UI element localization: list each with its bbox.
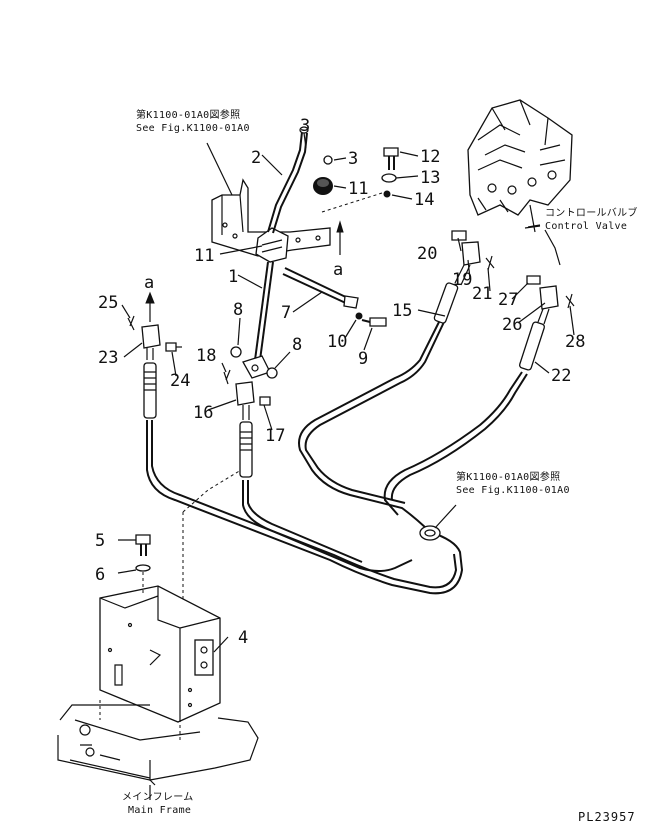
- ball-3: [323, 155, 333, 165]
- lever-assembly: [211, 126, 383, 379]
- control-valve-label: コントロールバルブ Control Valve: [545, 206, 638, 232]
- knob-11: [313, 177, 333, 195]
- callout-18: 18: [196, 346, 216, 366]
- control-cables: [146, 319, 528, 611]
- ref-right-en: See Fig.K1100-01A0: [456, 485, 570, 496]
- callout-11-left: 11: [194, 246, 214, 266]
- control-valve-en: Control Valve: [545, 221, 627, 232]
- callout-3-top: 3: [300, 116, 310, 136]
- reference-top: 第K1100-01A0図参照 See Fig.K1100-01A0: [136, 108, 250, 134]
- callout-27: 27: [498, 290, 518, 310]
- callout-16: 16: [193, 403, 213, 423]
- callout-3-right: 3: [348, 149, 358, 169]
- bolt-12-13-14: [381, 147, 399, 198]
- callout-23: 23: [98, 348, 118, 368]
- main-frame: [57, 700, 259, 786]
- callout-17: 17: [265, 426, 285, 446]
- control-valve-jp: コントロールバルブ: [545, 206, 638, 219]
- callout-11-right: 11: [348, 179, 368, 199]
- view-mark-a-right: a: [333, 260, 343, 280]
- callout-26: 26: [502, 315, 522, 335]
- view-mark-a-left: a: [144, 273, 154, 293]
- callout-10: 10: [327, 332, 347, 352]
- leader-lines: [117, 132, 575, 800]
- callout-21: 21: [472, 284, 492, 304]
- callout-14: 14: [414, 190, 434, 210]
- main-frame-jp: メインフレーム: [122, 791, 194, 803]
- cable-end-15: [433, 230, 495, 324]
- callout-19: 19: [452, 270, 472, 290]
- cable-end-16: [223, 369, 271, 478]
- callout-22: 22: [551, 366, 571, 386]
- callout-5: 5: [95, 531, 105, 551]
- callout-7: 7: [281, 303, 291, 323]
- cable-end-23: [127, 291, 182, 419]
- ref-top-en: See Fig.K1100-01A0: [136, 123, 250, 134]
- bolt-9: [361, 317, 387, 327]
- callout-6: 6: [95, 565, 105, 585]
- callout-12: 12: [420, 147, 440, 167]
- cable-end-22: [519, 275, 575, 371]
- ref-right-jp: 第K1100-01A0図参照: [456, 470, 560, 483]
- bushing-8-upper: [230, 346, 242, 358]
- callout-24: 24: [170, 371, 190, 391]
- callout-25: 25: [98, 293, 118, 313]
- main-frame-label: メインフレーム Main Frame: [122, 791, 194, 816]
- callout-1: 1: [228, 267, 238, 287]
- ref-top-jp: 第K1100-01A0図参照: [136, 108, 240, 121]
- callout-9: 9: [358, 349, 368, 369]
- drawing-code: PL23957: [578, 810, 636, 824]
- callout-8-upper: 8: [233, 300, 243, 320]
- callout-20: 20: [417, 244, 437, 264]
- reference-right: 第K1100-01A0図参照 See Fig.K1100-01A0: [456, 470, 570, 496]
- callout-15: 15: [392, 301, 412, 321]
- callout-8-lower: 8: [292, 335, 302, 355]
- main-frame-en: Main Frame: [128, 805, 191, 816]
- callout-numbers: 1 2 3 3 4 5 6 7 8 8 9 10 11 11 12 13 14 …: [95, 116, 585, 648]
- mount-box-4: [99, 534, 221, 723]
- nut-10: [355, 312, 363, 320]
- callout-2: 2: [251, 148, 261, 168]
- callout-4: 4: [238, 628, 248, 648]
- callout-13: 13: [420, 168, 440, 188]
- control-valve: [467, 99, 573, 266]
- callout-28: 28: [565, 332, 585, 352]
- bushing-8-lower: [266, 367, 278, 379]
